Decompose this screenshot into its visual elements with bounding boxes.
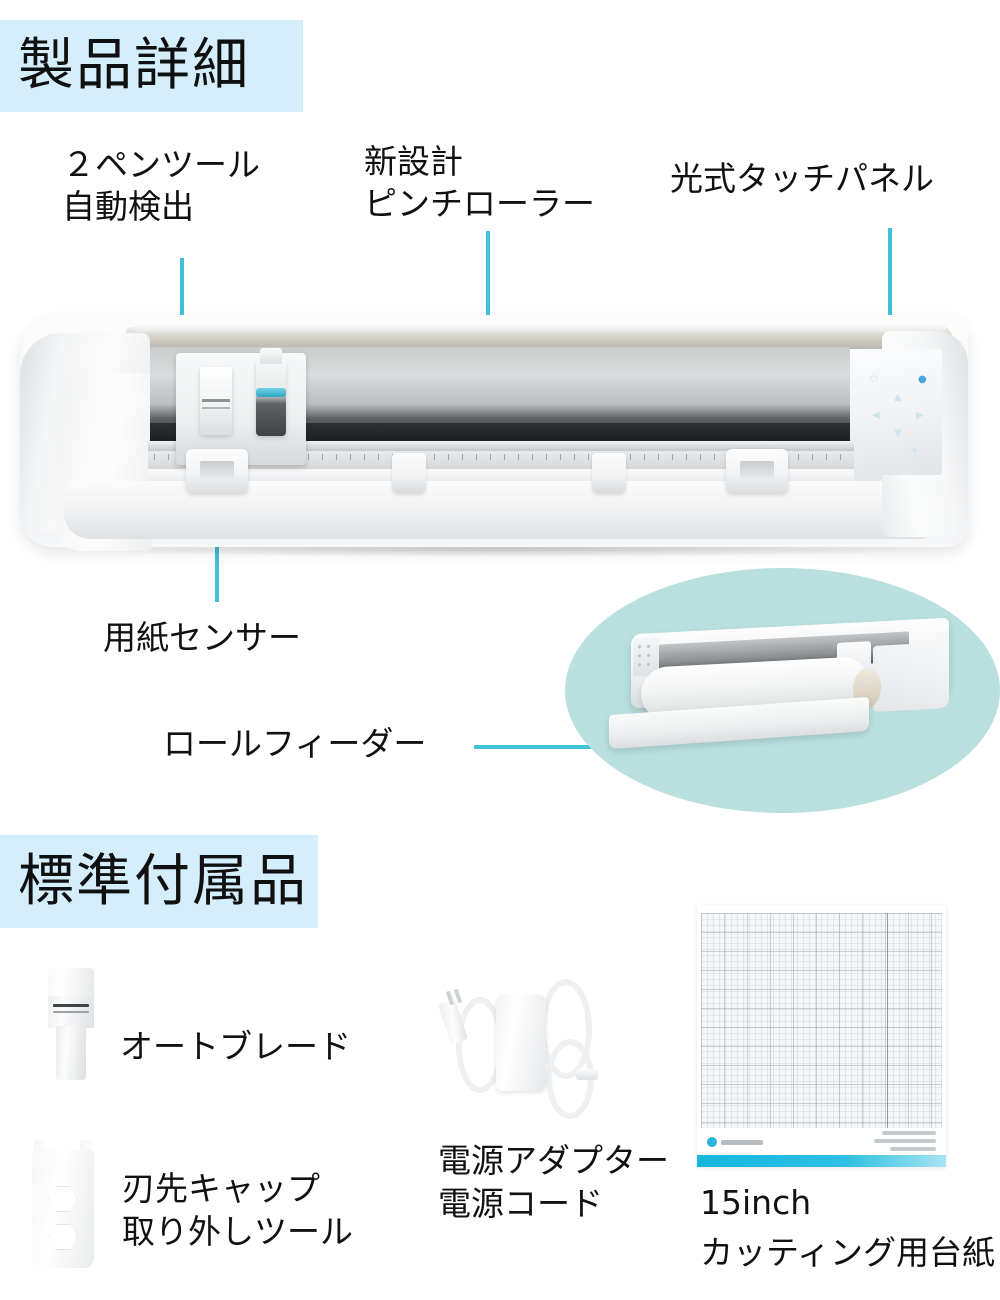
adapter-dc-tip [576, 1069, 598, 1080]
power-adapter-image [430, 965, 620, 1135]
pen-tool-holder-b [256, 348, 286, 436]
section-heading-standard-accessories-text: 標準付属品 [18, 848, 308, 914]
adapter-brick [496, 995, 546, 1091]
cutting-mat-brand-mark [707, 1137, 763, 1147]
arrow-up-icon[interactable]: ▲ [894, 392, 902, 403]
callout-pinch-roller-line1: 新設計 [364, 142, 463, 181]
inset-machine-with-roll [601, 617, 951, 766]
auto-blade-label: オートブレード [120, 1026, 351, 1069]
callout-roll-feeder: ロールフィーダー [163, 723, 426, 765]
section-heading-standard-accessories: 標準付属品 [0, 835, 318, 928]
cutting-mat-spec-text [874, 1131, 936, 1151]
auto-blade-cap [48, 968, 94, 998]
blade-cap-removal-tool-image [32, 1140, 94, 1268]
blade-cap-removal-tool-label-line1: 刃先キャップ [122, 1169, 320, 1208]
section-heading-product-details: 製品詳細 [0, 20, 303, 112]
callout-pinch-roller-line2: ピンチローラー [364, 184, 595, 224]
cap-tool-hole-upper [49, 1186, 77, 1212]
cutting-mat-grid [701, 913, 942, 1128]
pen-tool-b-cap [260, 348, 282, 364]
cutting-mat-size-label: 15inch [700, 1182, 811, 1225]
paper-sensor-unit [186, 449, 248, 493]
callout-paper-sensor-line1: 用紙センサー [103, 618, 301, 657]
pen-tool-a-band [202, 399, 230, 402]
cutting-mat-label-text: カッティング用台紙 [700, 1233, 996, 1272]
roll-feeder-inset-photo [565, 568, 1000, 813]
cap-tool-hole-lower [49, 1224, 77, 1250]
pen-tool-holder-a [200, 367, 232, 435]
pen-tool-a-band-secondary [202, 407, 230, 409]
power-adapter-label: 電源アダプター 電源コード [438, 1140, 669, 1226]
pinch-roller-3 [592, 453, 626, 493]
machine-top-lid-highlight [134, 323, 946, 332]
inset-machine-right-cap [873, 642, 949, 712]
auto-blade-dial [48, 996, 94, 1028]
enter-icon[interactable]: ▾ [912, 446, 918, 457]
power-icon[interactable]: ⏻ [870, 374, 878, 385]
paper-sensor-window [200, 461, 234, 479]
cutting-mat-brand-dot-icon [707, 1137, 717, 1147]
status-led-icon: ● [918, 374, 927, 385]
callout-pen-tool-line1: ２ペンツール [62, 145, 260, 184]
blade-cap-removal-tool-label: 刃先キャップ 取り外しツール [122, 1168, 353, 1254]
arrow-down-icon[interactable]: ▼ [894, 428, 902, 439]
cutting-mat-image [697, 905, 946, 1167]
section-heading-product-details-text: 製品詳細 [18, 33, 250, 98]
leader-line-touch-panel [888, 228, 892, 391]
callout-roll-feeder-line1: ロールフィーダー [163, 724, 427, 763]
callout-pinch-roller: 新設計 ピンチローラー [364, 141, 595, 225]
arrow-left-icon[interactable]: ◀ [872, 410, 880, 421]
cutting-mat-brand-text [721, 1139, 763, 1145]
blade-cap-removal-tool-label-line2: 取り外しツール [122, 1211, 353, 1251]
callout-pen-tool-line2: 自動検出 [62, 187, 194, 227]
power-adapter-label-line2: 電源コード [438, 1183, 603, 1223]
leader-line-roll-feeder [474, 745, 649, 749]
auto-blade-dial-line-1 [53, 1004, 89, 1007]
callout-paper-sensor: 用紙センサー [103, 617, 301, 659]
callout-touch-panel: 光式タッチパネル [670, 158, 934, 200]
auto-blade-shaft [56, 1026, 86, 1080]
cutting-mat-bottom-bar [697, 1155, 946, 1167]
callout-touch-panel-line1: 光式タッチパネル [670, 159, 934, 198]
auto-blade-label-line1: オートブレード [120, 1027, 351, 1066]
power-adapter-label-line1: 電源アダプター [438, 1141, 669, 1180]
optical-touch-panel: ⏻ ● ▲ ◀ ▶ ▼ ▾ [856, 349, 942, 475]
machine-rail [148, 441, 854, 451]
callout-pen-tool: ２ペンツール 自動検出 [62, 144, 260, 228]
pen-tool-b-blue-ring [256, 388, 286, 397]
auto-blade-dial-line-2 [53, 1011, 89, 1013]
pinch-roller-2 [392, 453, 426, 493]
cutting-mat-label: カッティング用台紙 [700, 1232, 995, 1275]
auto-blade-image [42, 968, 102, 1080]
pinch-roller-4-window [740, 461, 774, 479]
cutting-mat-margin-line [887, 913, 888, 1128]
machine-interior-shadow [150, 423, 850, 441]
pinch-roller-4 [726, 449, 788, 493]
cutting-mat-fine-grid [701, 913, 942, 1128]
cutting-mat-size-label-text: 15inch [700, 1183, 812, 1222]
arrow-right-icon[interactable]: ▶ [916, 410, 924, 421]
cutting-machine-photo: ⏻ ● ▲ ◀ ▶ ▼ ▾ [8, 305, 980, 563]
machine-top-lid [126, 327, 952, 349]
